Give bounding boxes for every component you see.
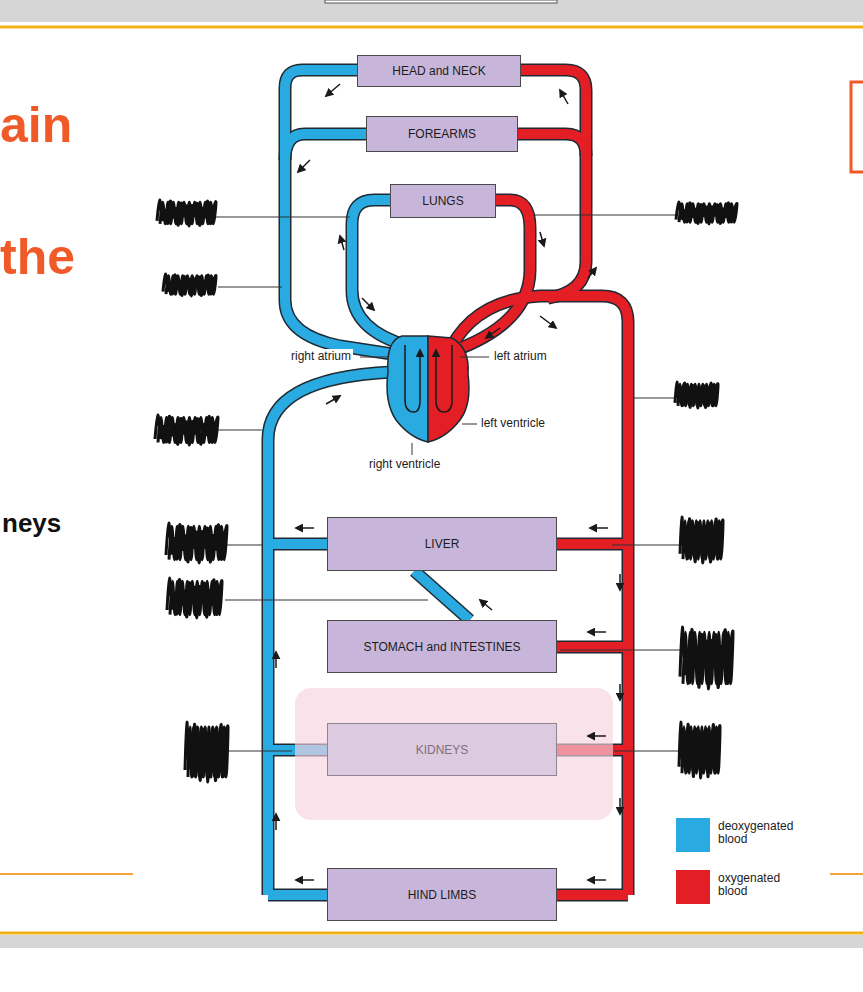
highlight-region <box>295 688 613 820</box>
cropped-shape <box>851 82 863 172</box>
redaction-scribble <box>157 200 216 226</box>
redaction-scribble <box>155 415 218 445</box>
vessel-outline <box>268 70 628 895</box>
organ-name: KIDNEYS <box>416 743 469 757</box>
flow-arrow <box>540 232 544 246</box>
heart-part-label: left ventricle <box>479 416 547 430</box>
portal-vein <box>414 571 469 620</box>
redaction-scribble <box>167 578 222 618</box>
flow-arrow <box>275 652 277 668</box>
redaction-scribble <box>155 200 737 782</box>
organ-box: STOMACH and INTESTINES <box>327 620 557 673</box>
organ-name: LUNGS <box>422 194 463 208</box>
flow-arrow <box>296 527 314 529</box>
slide-bar <box>0 0 863 22</box>
flow-arrow <box>340 236 344 250</box>
slide-rule <box>0 26 863 29</box>
legend-swatch <box>676 870 710 904</box>
flow-arrow <box>619 684 621 700</box>
slide-rule <box>830 873 863 875</box>
flow-arrow <box>362 298 374 310</box>
redaction-scribble <box>676 202 737 224</box>
redaction-scribble <box>675 382 718 408</box>
organ-name: LIVER <box>425 537 460 551</box>
flow-arrow <box>619 798 621 814</box>
organ-box: LIVER <box>327 517 557 571</box>
flow-arrow <box>480 600 492 610</box>
organ-box: HEAD and NECK <box>357 55 521 87</box>
heart-part-label: right ventricle <box>367 457 442 471</box>
redaction-scribble <box>166 523 227 563</box>
organ-name: HIND LIMBS <box>408 888 477 902</box>
redaction-scribble <box>679 722 720 778</box>
redaction-scribble <box>185 722 228 782</box>
leader-line <box>216 215 680 751</box>
organ-box: LUNGS <box>390 184 496 218</box>
flow-arrow <box>588 879 606 881</box>
organ-box: KIDNEYS <box>327 723 557 776</box>
organ-name: FOREARMS <box>408 127 476 141</box>
flow-arrow <box>326 84 340 96</box>
flow-arrow <box>298 160 310 172</box>
flow-arrow <box>590 527 608 529</box>
heart-part-label: left atrium <box>492 349 549 363</box>
flow-arrow <box>326 396 340 404</box>
slide-rule <box>0 932 863 935</box>
organ-box: HIND LIMBS <box>327 868 557 921</box>
cropped-box <box>325 0 557 3</box>
flow-arrow <box>540 316 556 328</box>
slide-bar <box>0 935 863 948</box>
legend-swatch <box>676 818 710 852</box>
flow-arrow <box>588 735 606 737</box>
legend-text: oxygenated blood <box>718 872 808 898</box>
slide-text-fragment: neys <box>2 508 61 539</box>
slide-title-fragment: ain <box>0 96 72 154</box>
redaction-scribble <box>680 517 723 563</box>
vessel-outline <box>414 571 469 620</box>
flow-arrow <box>296 879 314 881</box>
flow-arrow <box>275 814 277 830</box>
heart-part-label: right atrium <box>289 349 353 363</box>
redaction-scribble <box>680 627 733 689</box>
organ-box: FOREARMS <box>366 116 518 152</box>
flow-arrow <box>276 84 620 880</box>
slide-title-fragment: the <box>0 228 75 286</box>
redaction-scribble <box>163 274 216 296</box>
organ-name: HEAD and NECK <box>392 64 485 78</box>
flow-arrow <box>619 574 621 590</box>
slide-rule <box>0 873 133 875</box>
organ-name: STOMACH and INTESTINES <box>363 640 520 654</box>
legend-text: deoxygenated blood <box>718 820 808 846</box>
flow-arrow <box>560 90 568 104</box>
flow-arrow <box>588 631 606 633</box>
flow-arrow <box>588 268 596 278</box>
leader-line <box>360 357 489 455</box>
heart <box>387 336 469 442</box>
flow-arrow <box>486 328 500 338</box>
